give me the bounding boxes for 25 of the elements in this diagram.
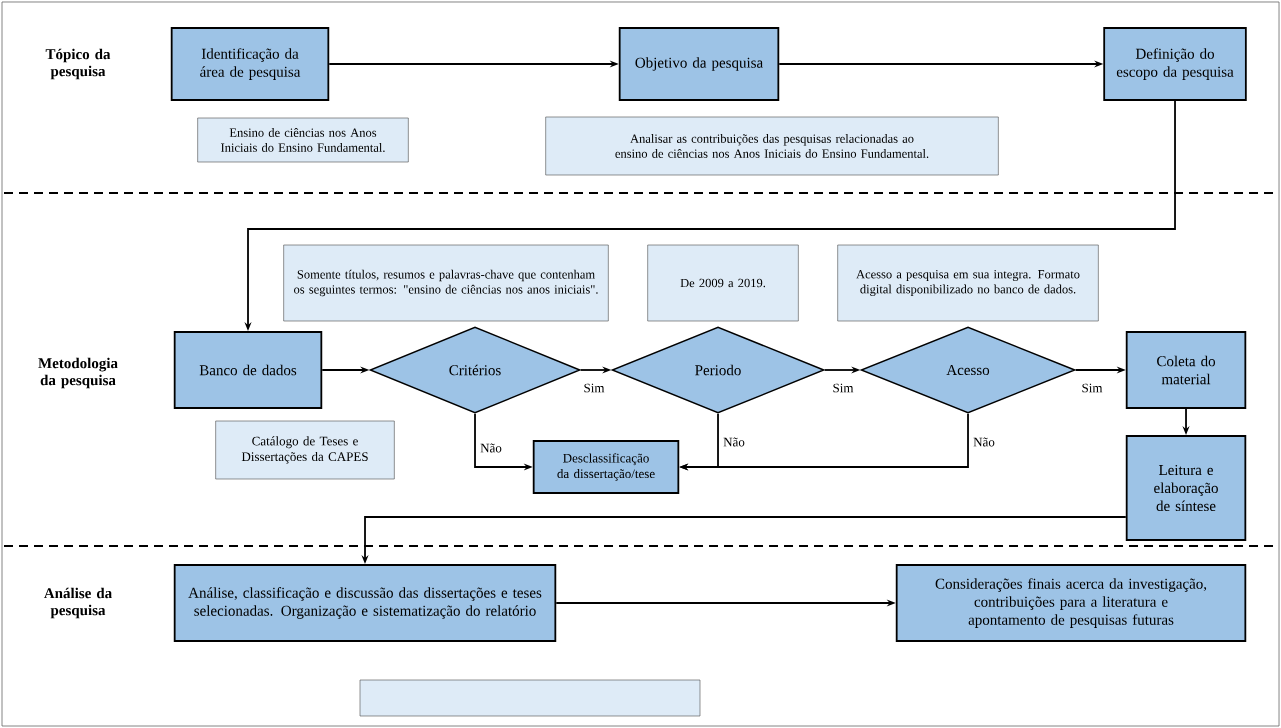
note-box: Catálogo de Teses e Dissertações da CAPES <box>215 420 395 480</box>
process-box: Considerações finais acerca da investigação, contribuições para a literatura e apontamento de pesquisas futuras <box>895 564 1247 642</box>
row-label: Análise da pesquisa <box>43 587 112 619</box>
row-label: Tópico da pesquisa <box>45 48 111 80</box>
process-box: Identificação da área de pesquisa <box>170 27 330 101</box>
edge-label: Sim <box>831 382 855 394</box>
note-box: Somente títulos, resumos e palavras-chave que contenham os seguintes termos: "ensino de ciências nos anos iniciais". <box>283 244 609 322</box>
note-box: De 2009 a 2019. <box>647 244 799 322</box>
process-box: Banco de dados <box>173 331 323 409</box>
process-box: Leitura e elaboração de síntese <box>1125 435 1247 541</box>
process-box: Objetivo da pesquisa <box>618 27 780 101</box>
process-box: Desclassificação da dissertação/tese <box>532 440 680 494</box>
process-box: Coleta do material <box>1125 331 1247 409</box>
edge-label: Sim <box>582 382 606 394</box>
edge-label: Não <box>972 436 996 448</box>
row-label: Metodologia da pesquisa <box>38 357 118 389</box>
note-box: Acesso a pesquisa em sua integra. Formato digital disponibilizado no banco de dados. <box>837 244 1099 322</box>
edge-label: Sim <box>1080 382 1104 394</box>
process-box: Definição do escopo da pesquisa <box>1103 27 1247 101</box>
note-box: Analisar as contribuições das pesquisas relacionadas ao ensino de ciências nos Anos Iniciais do Ensino Fundamental. <box>545 116 999 176</box>
edge-label: Não <box>479 442 503 454</box>
process-box: Análise, classificação e discussão das dissertações e teses selecionadas. Organização e sistematização do relatório <box>173 564 557 642</box>
note-box <box>359 679 701 717</box>
edge-label: Não <box>722 436 746 448</box>
note-box: Ensino de ciências nos Anos Iniciais do Ensino Fundamental. <box>197 117 409 163</box>
